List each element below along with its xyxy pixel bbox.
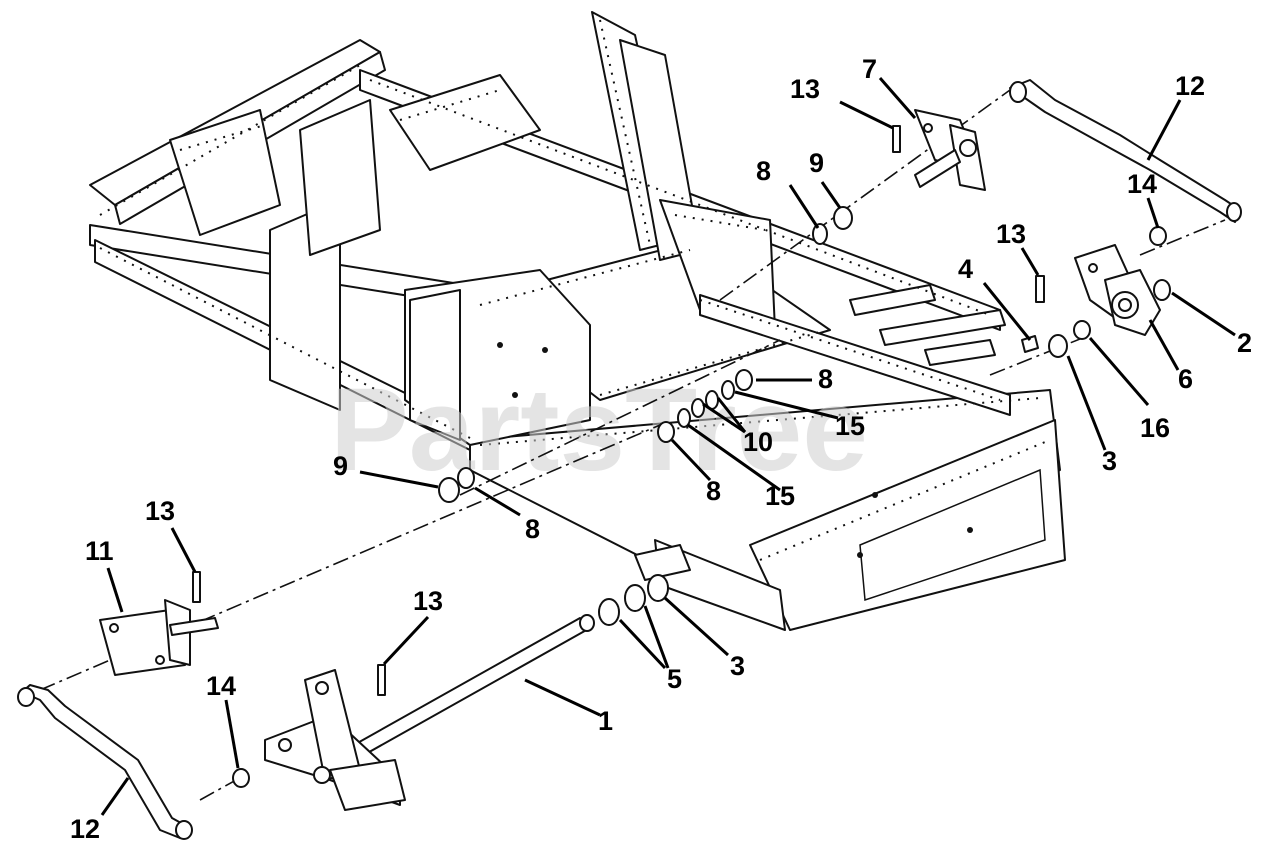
callout-5: 5 <box>667 664 682 694</box>
callout-11: 11 <box>85 536 114 566</box>
part-9-washer-right <box>833 206 853 230</box>
loose-parts <box>17 79 1242 840</box>
callout-13-bottom: 13 <box>413 586 443 616</box>
part-4-key <box>1021 335 1039 353</box>
callout-2: 2 <box>1237 328 1252 358</box>
part-13-pin-d <box>377 664 386 696</box>
part-8-bushing-b <box>735 369 753 391</box>
part-10-washer-b <box>691 398 705 418</box>
part-12-tie-rod-left <box>17 684 193 840</box>
callout-14-right: 14 <box>1127 169 1157 199</box>
callout-10: 10 <box>743 427 773 457</box>
axle-bracket-left <box>264 669 406 811</box>
part-5-washer-b <box>624 584 646 612</box>
callout-7: 7 <box>862 54 877 84</box>
part-15-washer-b <box>677 408 691 428</box>
part-8-bushing-c <box>657 421 675 443</box>
callout-1: 1 <box>598 706 613 736</box>
part-8-bushing-d <box>457 467 475 489</box>
part-6-steering-plate <box>1074 244 1161 336</box>
callout-3-right: 3 <box>1102 446 1117 476</box>
callout-13-left: 13 <box>145 496 175 526</box>
callout-6: 6 <box>1178 364 1193 394</box>
part-13-pin-c <box>192 571 201 603</box>
callout-9-top: 9 <box>809 148 824 178</box>
part-8-bushing-a <box>812 223 828 245</box>
callout-8-left: 8 <box>525 514 540 544</box>
callout-8-top: 8 <box>756 156 771 186</box>
callout-13-right: 13 <box>996 219 1026 249</box>
part-3-spacer-left <box>647 574 669 602</box>
part-14-nut-left <box>232 768 250 788</box>
callout-9-left: 9 <box>333 451 348 481</box>
callout-15-mid: 15 <box>765 481 795 511</box>
callout-12-right: 12 <box>1175 71 1205 101</box>
callout-labels: 1 2 3 3 4 5 6 7 8 8 8 8 9 9 10 11 12 12 … <box>70 54 1252 844</box>
callout-13-top: 13 <box>790 74 820 104</box>
callout-16: 16 <box>1140 413 1170 443</box>
part-2-clip <box>1153 279 1171 301</box>
callout-8-mid: 8 <box>706 476 721 506</box>
part-14-nut-right <box>1149 226 1167 246</box>
callout-15-right: 15 <box>835 411 865 441</box>
callout-4: 4 <box>958 254 973 284</box>
callout-14-left: 14 <box>206 671 236 701</box>
watermark-text: PartsTree <box>330 364 868 496</box>
part-16-washer <box>1073 320 1091 340</box>
part-13-pin-a <box>892 125 901 153</box>
callout-12-left: 12 <box>70 814 100 844</box>
callout-8-right: 8 <box>818 364 833 394</box>
leader-lines <box>100 77 1236 816</box>
part-5-washer-a <box>598 598 620 626</box>
callout-3-left: 3 <box>730 651 745 681</box>
mower-frame <box>89 11 1066 631</box>
part-12-tie-rod-right <box>1009 79 1242 223</box>
part-11-bracket <box>99 599 219 676</box>
part-13-pin-b <box>1035 275 1045 303</box>
part-9-washer-left <box>438 477 460 503</box>
part-7-pivot-bracket <box>914 109 986 191</box>
part-15-washer-a <box>721 380 735 400</box>
part-3-spacer-right <box>1048 334 1068 358</box>
